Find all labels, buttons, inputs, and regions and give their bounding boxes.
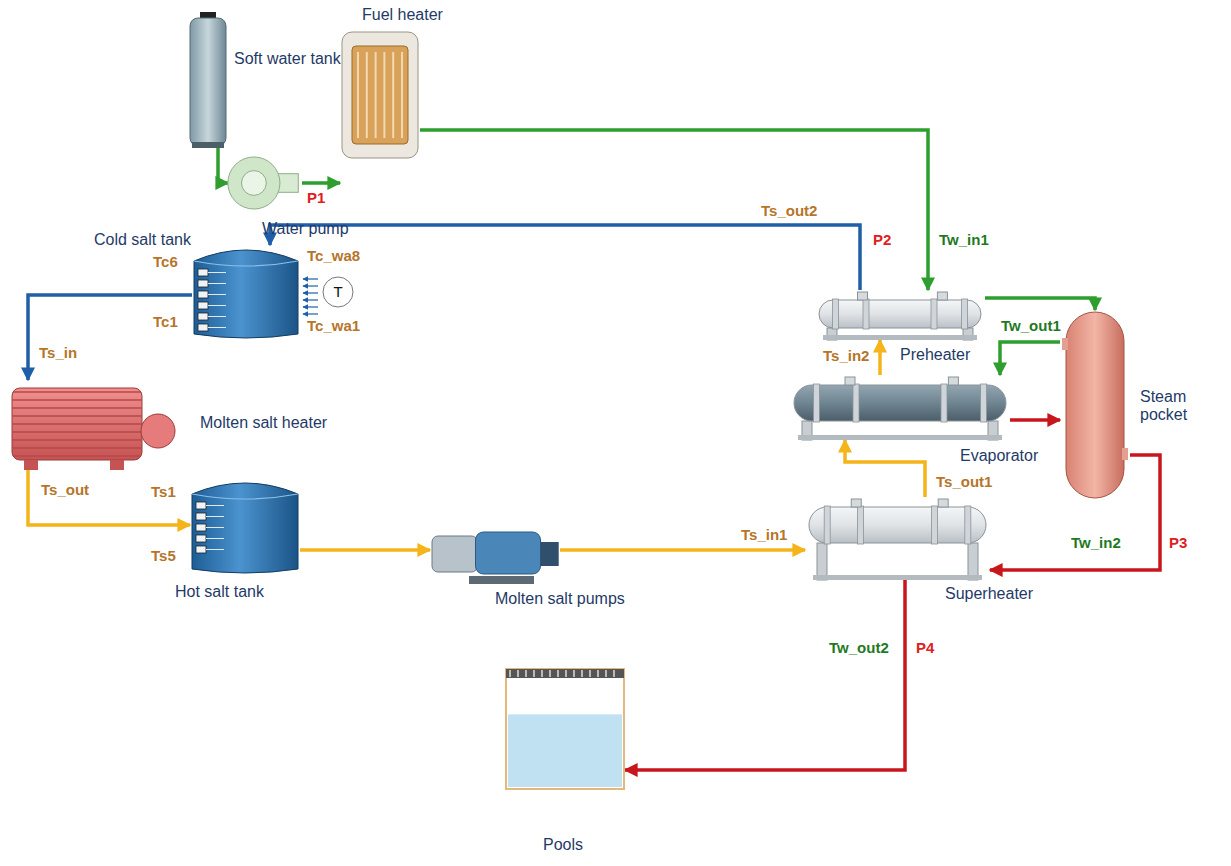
pipe-connector: [985, 298, 1095, 310]
sensor-label: P2: [872, 232, 892, 249]
equipment-node: Evaporator: [790, 375, 1010, 440]
equipment-label: Superheater: [945, 585, 1033, 603]
pipe-connector: [218, 148, 228, 183]
equipment-illustration: [190, 478, 300, 575]
equipment-node: Soft water tank: [188, 12, 228, 148]
sensor-label: Ts_out1: [935, 474, 993, 491]
equipment-node: Preheater: [815, 290, 985, 340]
pipe-connector: [1010, 418, 1060, 422]
equipment-illustration: [1060, 310, 1130, 500]
pipe-connector: [560, 548, 805, 552]
sensor-label: Ts1: [150, 484, 177, 501]
equipment-node: Molten salt pumps: [430, 522, 560, 584]
equipment-label: Preheater: [900, 346, 970, 364]
sensor-label: Tc1: [152, 314, 179, 331]
equipment-illustration: [505, 668, 625, 790]
equipment-label: Molten salt heater: [200, 414, 327, 432]
equipment-node: Superheater: [805, 497, 990, 580]
equipment-illustration: [430, 522, 560, 584]
sensor-label: P4: [915, 640, 935, 657]
equipment-label: Fuel heater: [362, 6, 443, 24]
equipment-node: Water pump: [228, 152, 302, 214]
equipment-illustration: [805, 497, 990, 580]
sensor-label: Tc6: [152, 254, 179, 271]
equipment-illustration: [192, 245, 300, 340]
sensor-label: P1: [306, 190, 326, 207]
sensor-label: Tc_wa8: [306, 248, 361, 265]
equipment-illustration: [790, 375, 1010, 440]
equipment-label: T: [322, 276, 354, 308]
sensor-label: Ts_in: [38, 345, 78, 362]
pipe-connector: [302, 181, 340, 185]
sensor-label: Tw_out2: [828, 640, 890, 657]
equipment-node: Pools: [505, 668, 625, 790]
sensor-label: Tc_wa1: [306, 318, 361, 335]
pipe-connector: [845, 440, 925, 497]
pipe-connector: [270, 225, 860, 290]
equipment-node: T: [322, 276, 354, 308]
equipment-node: Steam pocket: [1060, 310, 1130, 500]
pipe-connector: [625, 580, 905, 770]
equipment-node: Fuel heater: [340, 30, 420, 160]
sensor-label: Ts_out: [40, 482, 90, 499]
pipe-connector: [28, 295, 192, 380]
equipment-illustration: [10, 380, 180, 470]
equipment-node: Molten salt heater: [10, 380, 180, 470]
pipe-connector: [28, 470, 190, 525]
equipment-illustration: [340, 30, 420, 160]
equipment-label: Molten salt pumps: [495, 590, 625, 608]
equipment-label: Cold salt tank: [94, 231, 191, 249]
pipe-connector: [420, 130, 928, 290]
equipment-label: Steam pocket: [1140, 388, 1220, 425]
equipment-node: Cold salt tank: [192, 245, 300, 340]
sensor-label: P3: [1168, 535, 1188, 552]
sensor-label: Tw_in1: [938, 232, 990, 249]
equipment-label: Evaporator: [960, 447, 1038, 465]
sensor-label: Tw_in2: [1070, 535, 1122, 552]
sensor-label: Ts_in2: [822, 348, 870, 365]
equipment-illustration: [188, 12, 228, 148]
pipe-connector: [1000, 342, 1060, 375]
equipment-label: Soft water tank: [234, 50, 341, 68]
sensor-label: Ts_out2: [760, 203, 818, 220]
pipe-connector: [878, 340, 882, 375]
equipment-label: Hot salt tank: [175, 583, 264, 601]
equipment-illustration: [228, 152, 302, 214]
equipment-node: Hot salt tank: [190, 478, 300, 575]
equipment-label: Water pump: [262, 220, 349, 238]
sensor-label: Ts5: [150, 548, 177, 565]
equipment-illustration: [815, 290, 985, 340]
sensor-label: Tw_out1: [1000, 318, 1062, 335]
pipe-connector: [300, 548, 430, 552]
equipment-label: Pools: [543, 836, 583, 854]
sensor-label: Ts_in1: [740, 527, 788, 544]
